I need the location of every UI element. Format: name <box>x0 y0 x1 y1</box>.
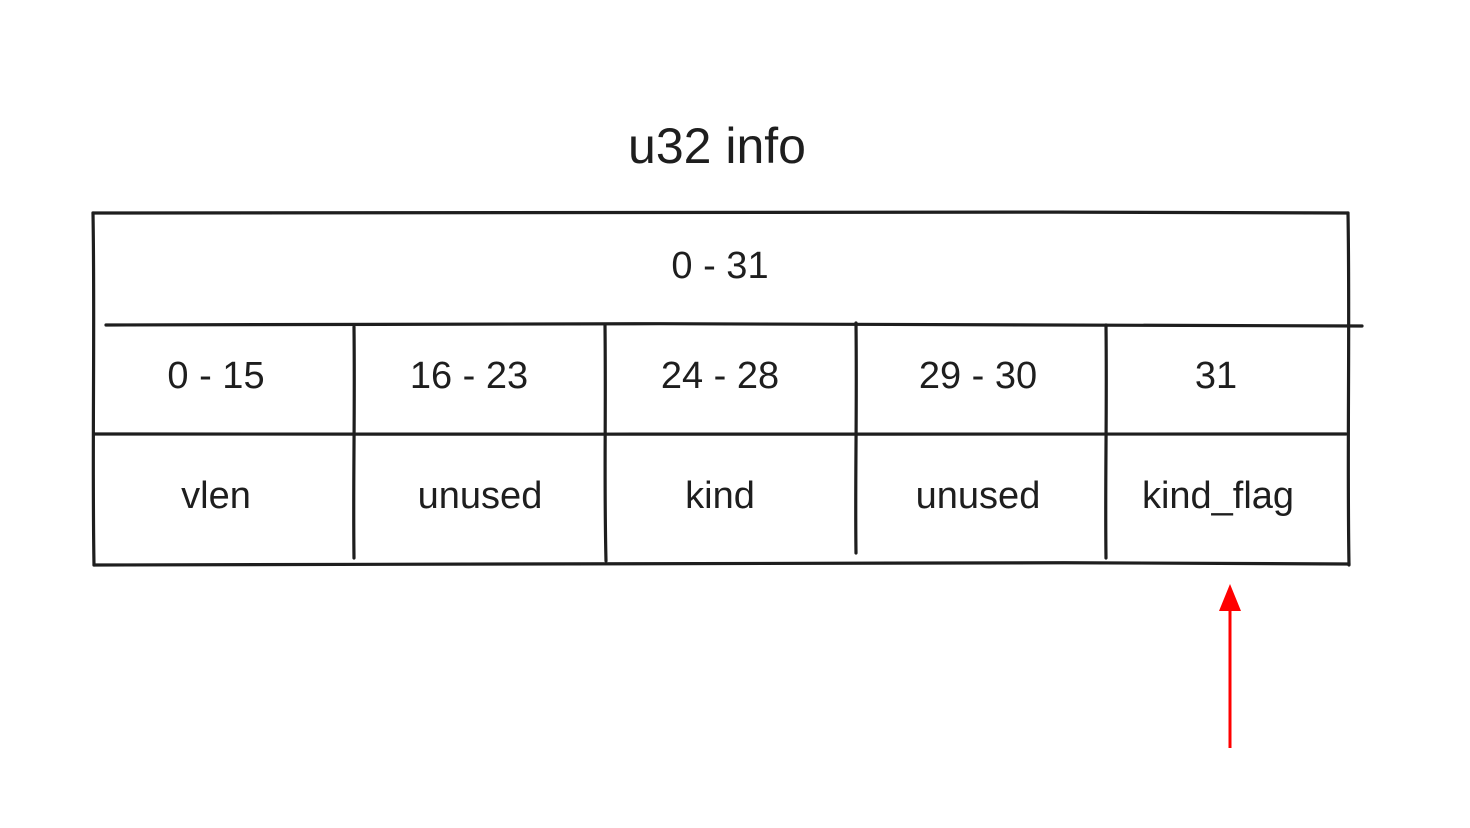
diagram-title: u32 info <box>628 118 806 174</box>
field-name-kind: kind <box>685 475 755 517</box>
box-bottom-edge <box>92 560 1351 567</box>
field-name-unused-1: unused <box>418 475 543 517</box>
header-bit-range: 0 - 31 <box>671 245 768 287</box>
box-right-edge <box>1346 211 1351 567</box>
field-bits-unused-2: 29 - 30 <box>919 355 1037 397</box>
box-top-edge <box>91 210 1350 215</box>
field-bits-kind-flag: 31 <box>1195 355 1237 397</box>
register-box <box>91 210 1364 567</box>
box-left-edge <box>91 211 96 567</box>
field-bits-unused-1: 16 - 23 <box>410 355 528 397</box>
column-separator <box>854 321 858 555</box>
column-separator <box>1104 323 1108 560</box>
row-divider <box>92 432 1348 436</box>
header-divider <box>104 322 1364 328</box>
field-bits-kind: 24 - 28 <box>661 355 779 397</box>
field-bits-vlen: 0 - 15 <box>167 355 264 397</box>
column-separator <box>352 325 356 560</box>
field-name-vlen: vlen <box>181 475 251 517</box>
arrow-head <box>1219 584 1241 611</box>
column-separator <box>603 323 608 563</box>
field-name-unused-2: unused <box>916 475 1041 517</box>
field-name-kind-flag: kind_flag <box>1142 475 1294 517</box>
up-arrow-icon <box>1219 584 1241 748</box>
